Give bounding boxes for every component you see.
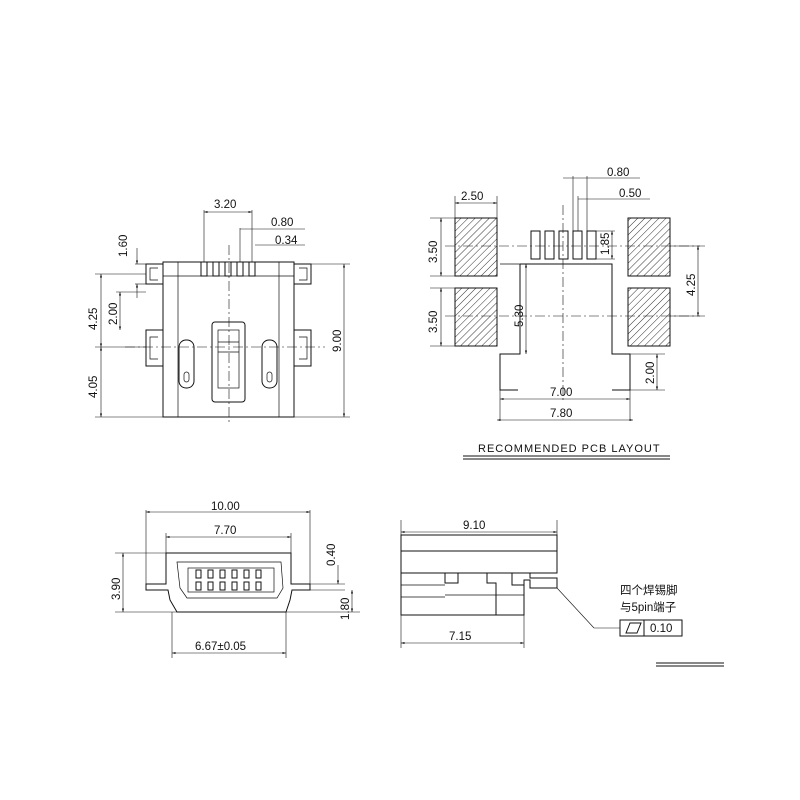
side-note-line1: 四个焊锡脚 [620, 583, 678, 597]
pcb-signal-pad [558, 230, 569, 260]
dim-front-10-00: 10.00 [211, 501, 240, 513]
pcb-signal-pad [572, 230, 583, 260]
tolerance-value: 0.10 [650, 623, 672, 635]
dim-front-1-80: 1.80 [340, 598, 352, 620]
dim-pcb-0-50: 0.50 [619, 188, 641, 200]
side-view-body [400, 573, 558, 616]
dim-top-2-00: 2.00 [108, 303, 120, 325]
dim-pcb-4-25: 4.25 [686, 274, 698, 296]
top-view-body [162, 261, 295, 418]
dim-top-0-34: 0.34 [275, 235, 298, 247]
side-view-top [400, 534, 558, 552]
pcb-pad-upper-left [454, 217, 498, 277]
dim-front-3-90: 3.90 [111, 578, 123, 600]
top-view-tab-upper-left [145, 263, 163, 285]
dim-pcb-7-00: 7.00 [550, 387, 572, 399]
top-view: 3.20 0.80 0.34 1.60 4.25 2.00 4.05 9.00 [88, 199, 350, 425]
pcb-signal-pad [544, 230, 555, 260]
dim-pcb-2-50: 2.50 [461, 191, 483, 203]
pcb-pad-lower-right [627, 287, 671, 347]
dim-side-9-10: 9.10 [463, 520, 485, 532]
pcb-layout-view: 0.80 0.50 2.50 3.50 1.85 3.50 5.30 4.25 [428, 167, 705, 460]
tolerance-frame [619, 619, 683, 637]
pcb-signal-pad [530, 230, 541, 260]
pcb-layout-title: RECOMMENDED PCB LAYOUT [478, 443, 661, 455]
dim-pcb-2-00: 2.00 [645, 362, 657, 384]
front-view-opening [176, 561, 284, 599]
pcb-signal-pad [586, 230, 597, 260]
dim-top-4-05: 4.05 [88, 376, 100, 398]
dim-pcb-3-50-lower: 3.50 [428, 311, 440, 333]
dim-top-1-60: 1.60 [118, 235, 130, 257]
front-view: 10.00 7.70 0.40 3.90 1.80 6.67±0.05 [111, 501, 360, 658]
dim-top-4-25: 4.25 [88, 308, 100, 330]
dim-side-7-15: 7.15 [449, 631, 471, 643]
dim-front-6-67: 6.67±0.05 [195, 641, 246, 653]
front-view-shell [145, 552, 311, 613]
dim-pcb-5-30: 5.30 [514, 305, 526, 327]
side-view: 9.10 7.15 四个焊锡脚 与5pin端子 0.10 [400, 520, 724, 667]
pcb-outline-left [499, 264, 521, 391]
side-note-line2: 与5pin端子 [620, 601, 676, 614]
dim-front-0-40: 0.40 [326, 544, 338, 566]
dim-pcb-1-85: 1.85 [600, 233, 612, 255]
dim-front-7-70: 7.70 [214, 525, 236, 537]
dim-top-0-80: 0.80 [271, 217, 293, 229]
dim-pcb-3-50-upper: 3.50 [428, 241, 440, 263]
dim-pcb-7-80: 7.80 [550, 408, 572, 420]
dim-pcb-0-80: 0.80 [607, 167, 629, 179]
pcb-pad-upper-right [627, 217, 671, 277]
top-view-tab-lower-right [294, 329, 312, 367]
dim-top-3-20: 3.20 [214, 199, 236, 211]
top-view-tab-lower-left [145, 329, 163, 367]
top-view-tab-upper-right [294, 263, 312, 285]
dim-top-9-00: 9.00 [332, 330, 344, 352]
pcb-pad-lower-left [454, 287, 498, 347]
flatness-icon [625, 622, 642, 634]
